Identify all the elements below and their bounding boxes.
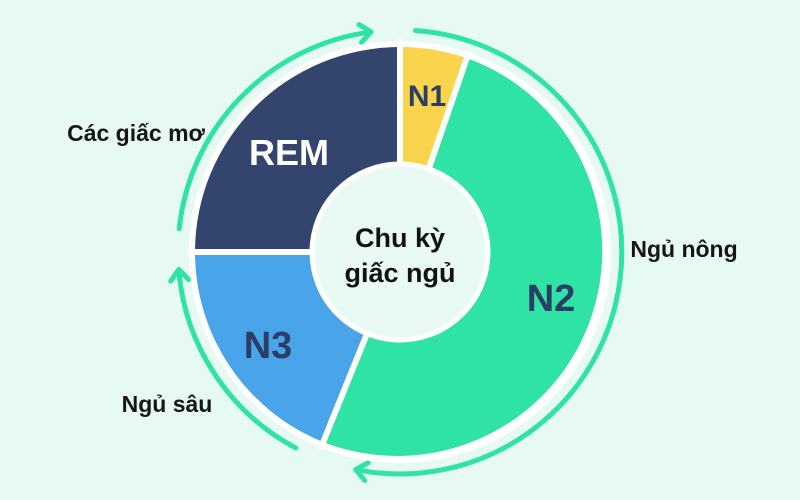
outer-label-deep-sleep: Ngủ sâu bbox=[122, 391, 213, 417]
cycle-arrow-top bbox=[176, 22, 374, 232]
slice-n2 bbox=[323, 58, 603, 456]
slice-label-n1: N1 bbox=[408, 80, 446, 113]
slice-label-rem: REM bbox=[249, 132, 329, 173]
cycle-arrow-left bbox=[168, 266, 299, 451]
slice-label-n2: N2 bbox=[527, 278, 576, 320]
outer-label-dreams: Các giấc mơ bbox=[67, 120, 205, 146]
slice-label-n3: N3 bbox=[244, 325, 293, 367]
slice-n1 bbox=[400, 46, 467, 169]
center-title-line1: Chu kỳ bbox=[355, 223, 445, 253]
cycle-arrow-right-bottom bbox=[353, 28, 625, 483]
center-title-line2: giấc ngủ bbox=[344, 258, 455, 288]
donut-hole bbox=[309, 161, 491, 343]
gap-n2-n3 bbox=[318, 323, 373, 450]
slice-rem bbox=[195, 47, 400, 252]
outer-label-light-sleep: Ngủ nông bbox=[630, 236, 737, 262]
gap-n1-n2 bbox=[423, 50, 472, 180]
